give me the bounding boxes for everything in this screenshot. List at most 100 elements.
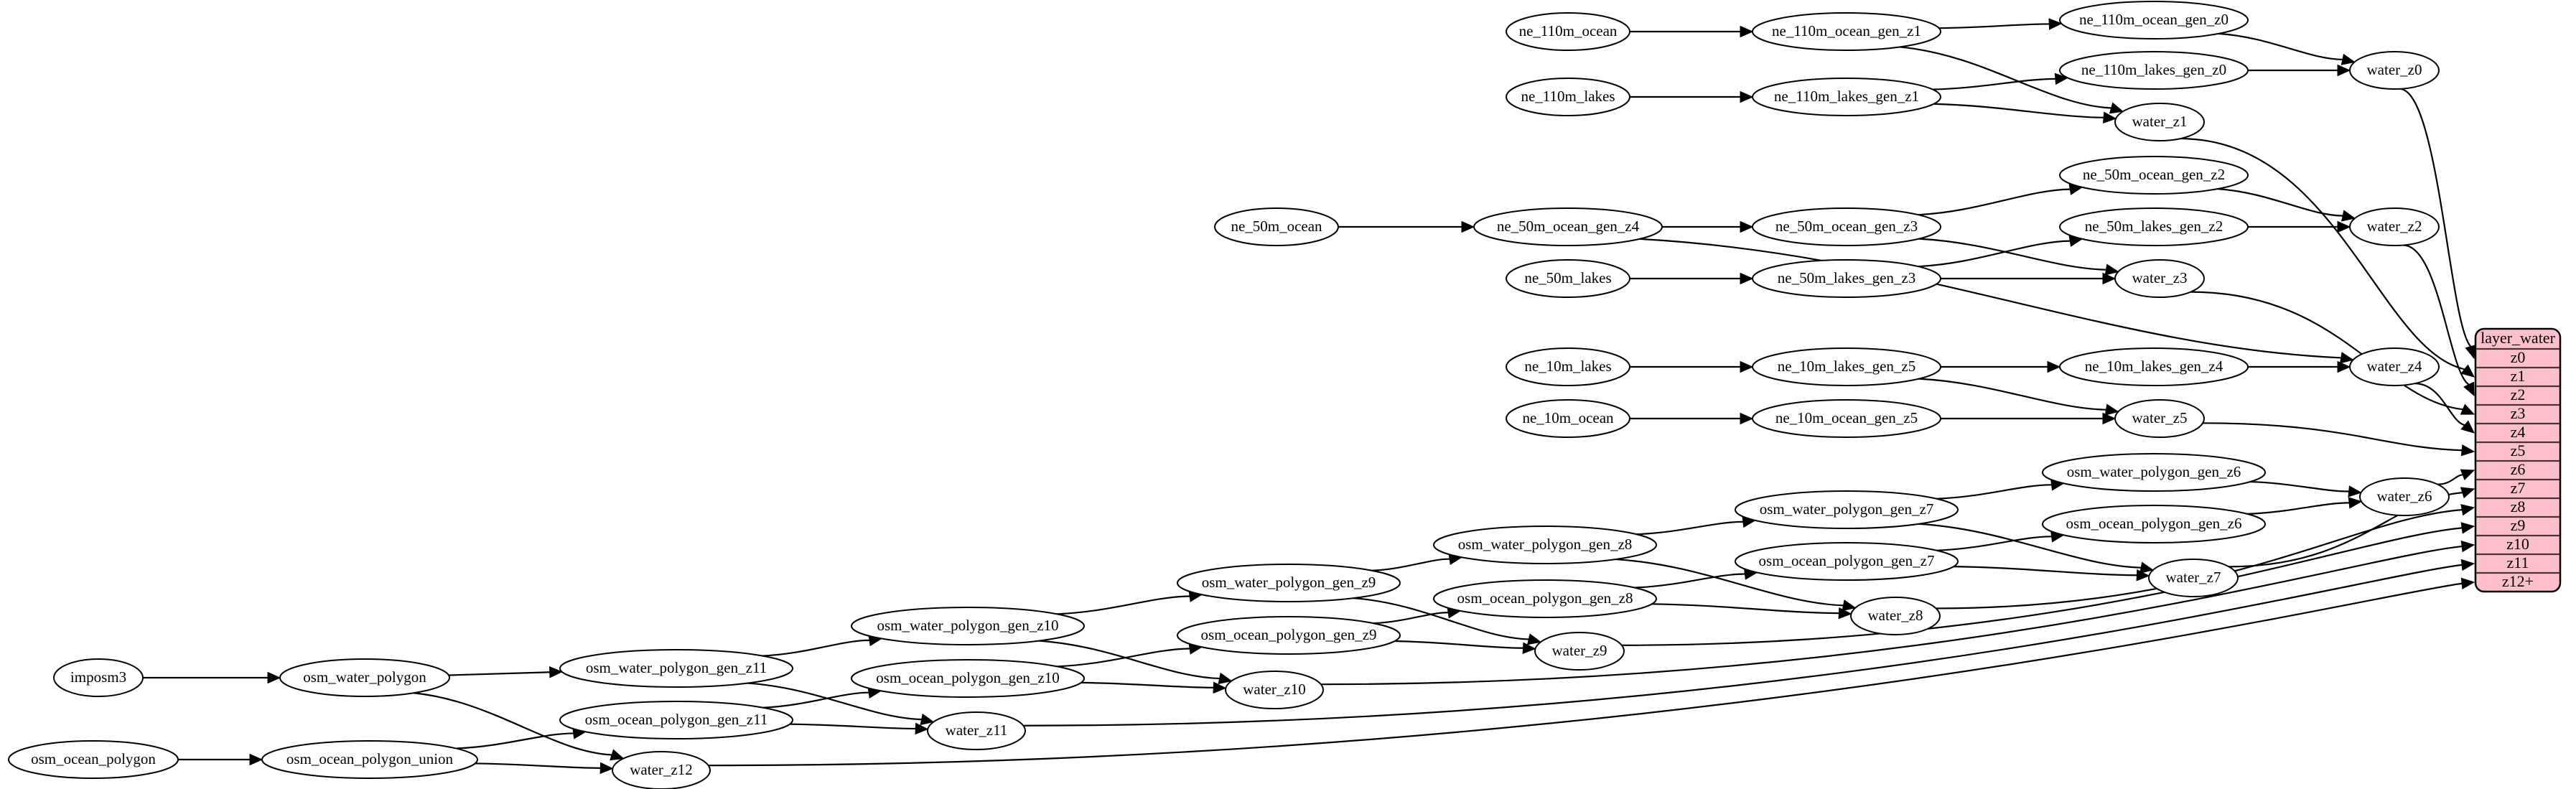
graph-node-osm_ocean_polygon_gen_z9[interactable]: osm_ocean_polygon_gen_z9 <box>1177 616 1401 655</box>
graph-node-ne_110m_lakes_gen_z1[interactable]: ne_110m_lakes_gen_z1 <box>1752 78 1941 116</box>
table-row-label: z4 <box>2511 423 2526 441</box>
graph-node-ne_10m_lakes_gen_z4[interactable]: ne_10m_lakes_gen_z4 <box>2059 347 2249 386</box>
graph-node-ne_50m_lakes[interactable]: ne_50m_lakes <box>1506 259 1630 298</box>
graph-node-ne_50m_ocean[interactable]: ne_50m_ocean <box>1214 207 1339 246</box>
graph-node-osm_water_polygon_gen_z10[interactable]: osm_water_polygon_gen_z10 <box>851 607 1085 645</box>
table-row-label: z2 <box>2511 386 2526 403</box>
node-ellipse <box>1506 78 1630 116</box>
node-ellipse <box>1752 347 1941 386</box>
graph-node-osm_water_polygon_gen_z9[interactable]: osm_water_polygon_gen_z9 <box>1177 564 1401 602</box>
table-row-z5[interactable]: z5 <box>2475 442 2560 461</box>
node-label: ne_50m_lakes_gen_z3 <box>1778 269 1915 286</box>
node-ellipse <box>8 740 179 779</box>
node-ellipse <box>1850 597 1941 635</box>
graph-node-water_z11[interactable]: water_z11 <box>927 711 1026 750</box>
edge-ne_110m_lakes_gen_z0-to-water_z0 <box>2248 64 2351 77</box>
edge-ne_50m_ocean_gen_z4-to-water_z4 <box>1639 238 2354 364</box>
node-label: ne_50m_ocean <box>1231 218 1322 235</box>
node-label: ne_110m_ocean <box>1519 22 1618 39</box>
graph-node-water_z3[interactable]: water_z3 <box>2114 259 2205 298</box>
table-row-z12[interactable]: z12+ <box>2475 572 2560 592</box>
graph-node-water_z4[interactable]: water_z4 <box>2349 347 2440 386</box>
arrowhead <box>610 749 625 761</box>
graph-node-osm_ocean_polygon_gen_z8[interactable]: osm_ocean_polygon_gen_z8 <box>1433 579 1657 618</box>
arrowhead <box>2102 272 2117 285</box>
arrowhead <box>915 722 929 735</box>
graph-node-imposm3[interactable]: imposm3 <box>53 658 144 697</box>
graph-node-water_z0[interactable]: water_z0 <box>2349 51 2440 90</box>
graph-node-ne_50m_ocean_gen_z4[interactable]: ne_50m_ocean_gen_z4 <box>1473 207 1663 246</box>
node-label: osm_water_polygon_gen_z6 <box>2067 463 2241 480</box>
table-row-label: z0 <box>2511 348 2526 366</box>
node-ellipse <box>1506 347 1630 386</box>
arrowhead <box>2348 485 2362 498</box>
arrowhead <box>2337 220 2351 233</box>
graph-node-ne_50m_lakes_gen_z2[interactable]: ne_50m_lakes_gen_z2 <box>2059 207 2249 246</box>
graph-node-osm_ocean_polygon_gen_z11[interactable]: osm_ocean_polygon_gen_z11 <box>559 701 793 739</box>
graph-node-water_z8[interactable]: water_z8 <box>1850 597 1941 635</box>
node-label: osm_water_polygon_gen_z11 <box>586 659 767 676</box>
graph-node-water_z12[interactable]: water_z12 <box>612 751 711 789</box>
table-row-z11[interactable]: z11 <box>2475 554 2560 573</box>
graph-node-osm_ocean_polygon_gen_z7[interactable]: osm_ocean_polygon_gen_z7 <box>1735 542 1959 581</box>
node-label: water_z3 <box>2132 269 2188 286</box>
arrowhead <box>2139 561 2155 574</box>
table-row-z6[interactable]: z6 <box>2475 460 2560 480</box>
arrowhead <box>2348 497 2363 509</box>
graph-node-osm_water_polygon_gen_z7[interactable]: osm_water_polygon_gen_z7 <box>1735 490 1959 529</box>
edge-water_z3-to-layer_water_z3 <box>2190 291 2475 415</box>
graph-node-osm_ocean_polygon_gen_z10[interactable]: osm_ocean_polygon_gen_z10 <box>851 659 1085 698</box>
graph-node-osm_ocean_polygon[interactable]: osm_ocean_polygon <box>8 740 179 779</box>
graph-node-water_z9[interactable]: water_z9 <box>1534 632 1625 671</box>
node-label: osm_water_polygon_gen_z7 <box>1760 500 1934 518</box>
layer-water-table[interactable]: layer_waterz0z1z2z3z4z5z6z7z8z9z10z11z12… <box>2474 327 2562 593</box>
graph-node-ne_50m_ocean_gen_z2[interactable]: ne_50m_ocean_gen_z2 <box>2059 156 2249 195</box>
graph-node-osm_water_polygon_gen_z8[interactable]: osm_water_polygon_gen_z8 <box>1433 526 1657 564</box>
edge-water_z11-to-layer_water_z11 <box>1023 559 2475 727</box>
table-row-z9[interactable]: z9 <box>2475 516 2560 536</box>
arrowhead <box>2460 364 2475 378</box>
graph-node-ne_10m_ocean_gen_z5[interactable]: ne_10m_ocean_gen_z5 <box>1752 399 1941 438</box>
table-row-z3[interactable]: z3 <box>2475 404 2560 424</box>
graph-node-water_z1[interactable]: water_z1 <box>2114 103 2205 141</box>
node-ellipse <box>1752 78 1941 116</box>
graph-node-water_z6[interactable]: water_z6 <box>2359 477 2450 516</box>
node-label: water_z10 <box>1243 681 1305 698</box>
node-label: osm_ocean_polygon_gen_z6 <box>2066 515 2242 532</box>
graph-node-ne_10m_lakes_gen_z5[interactable]: ne_10m_lakes_gen_z5 <box>1752 347 1941 386</box>
graph-node-osm_water_polygon_gen_z6[interactable]: osm_water_polygon_gen_z6 <box>2042 453 2266 492</box>
graph-node-osm_ocean_polygon_union[interactable]: osm_ocean_polygon_union <box>261 740 478 779</box>
graph-node-water_z7[interactable]: water_z7 <box>2148 559 2239 597</box>
table-row-z0[interactable]: z0 <box>2475 348 2560 368</box>
graph-node-osm_water_polygon[interactable]: osm_water_polygon <box>279 658 450 697</box>
node-ellipse <box>2114 399 2205 438</box>
table-row-z8[interactable]: z8 <box>2475 498 2560 517</box>
graph-node-osm_ocean_polygon_gen_z6[interactable]: osm_ocean_polygon_gen_z6 <box>2042 505 2266 543</box>
graph-node-ne_50m_lakes_gen_z3[interactable]: ne_50m_lakes_gen_z3 <box>1752 259 1941 298</box>
edge-osm_ocean_polygon_union-to-water_z12 <box>475 762 614 775</box>
edge-osm_water_polygon_gen_z7-to-water_z7 <box>1918 523 2155 574</box>
table-row-z10[interactable]: z10 <box>2475 535 2560 554</box>
graph-node-osm_water_polygon_gen_z11[interactable]: osm_water_polygon_gen_z11 <box>559 649 793 688</box>
graph-node-water_z2[interactable]: water_z2 <box>2349 207 2440 246</box>
arrowhead <box>2341 53 2356 65</box>
graph-node-ne_110m_lakes_gen_z0[interactable]: ne_110m_lakes_gen_z0 <box>2059 51 2249 90</box>
graph-node-ne_110m_ocean_gen_z1[interactable]: ne_110m_ocean_gen_z1 <box>1752 12 1941 51</box>
graph-node-ne_10m_ocean[interactable]: ne_10m_ocean <box>1506 399 1630 438</box>
node-ellipse <box>1433 579 1657 618</box>
graph-node-ne_110m_ocean[interactable]: ne_110m_ocean <box>1506 12 1630 51</box>
table-row-z1[interactable]: z1 <box>2475 367 2560 386</box>
graph-node-ne_50m_ocean_gen_z3[interactable]: ne_50m_ocean_gen_z3 <box>1752 207 1941 246</box>
edge-ne_50m_ocean_gen_z2-to-water_z2 <box>2217 188 2356 222</box>
graph-node-water_z5[interactable]: water_z5 <box>2114 399 2205 438</box>
arrowhead <box>2337 360 2351 373</box>
table-row-z4[interactable]: z4 <box>2475 423 2560 442</box>
graph-node-ne_10m_lakes[interactable]: ne_10m_lakes <box>1506 347 1630 386</box>
graph-node-water_z10[interactable]: water_z10 <box>1225 671 1324 709</box>
arrowhead <box>2047 360 2061 373</box>
graph-node-ne_110m_ocean_gen_z0[interactable]: ne_110m_ocean_gen_z0 <box>2059 1 2249 39</box>
table-row-z7[interactable]: z7 <box>2475 479 2560 498</box>
graph-node-ne_110m_lakes[interactable]: ne_110m_lakes <box>1506 78 1630 116</box>
table-row-z2[interactable]: z2 <box>2475 386 2560 405</box>
